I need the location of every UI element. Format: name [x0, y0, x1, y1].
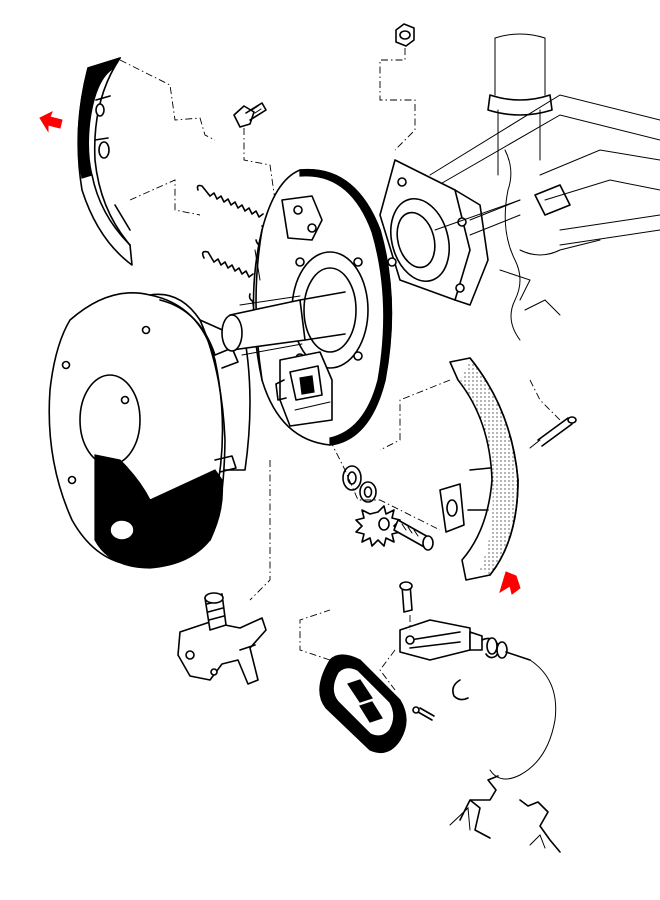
brake-shoe-top	[77, 56, 133, 266]
leader-line	[129, 179, 201, 216]
leader-line	[379, 48, 416, 151]
axle-shaft	[221, 291, 346, 356]
return-spring-lower	[201, 250, 260, 303]
suspension-frame	[429, 33, 660, 341]
leader-line	[379, 615, 411, 691]
dust-cover	[319, 654, 407, 753]
wheel-cylinder	[275, 351, 333, 427]
return-spring-upper	[196, 184, 270, 247]
ref-mark	[449, 806, 546, 849]
hub-flange	[379, 159, 521, 306]
leader-line	[379, 379, 451, 451]
adjuster-bolt	[393, 519, 434, 551]
bolt	[233, 102, 267, 128]
callout-arrow-top	[39, 110, 63, 133]
clevis-fork	[399, 619, 483, 661]
leader-line	[529, 379, 561, 421]
leader-line	[119, 59, 216, 141]
circlip	[452, 679, 469, 701]
adjuster-wheel	[355, 505, 401, 547]
leader-line	[243, 128, 276, 201]
cable-hook	[459, 775, 561, 853]
washers	[342, 465, 377, 503]
cable	[481, 637, 557, 780]
callout-arrow-bottom	[499, 571, 521, 595]
leader-line	[299, 609, 331, 661]
leader-line	[249, 460, 271, 601]
brake-shoe-bottom	[439, 357, 519, 581]
split-pin	[529, 416, 577, 449]
nut	[395, 23, 415, 47]
brake-drum	[48, 292, 251, 569]
handbrake-lever	[177, 592, 267, 685]
clevis-pin-small	[412, 706, 435, 721]
clevis-pin	[399, 581, 413, 613]
